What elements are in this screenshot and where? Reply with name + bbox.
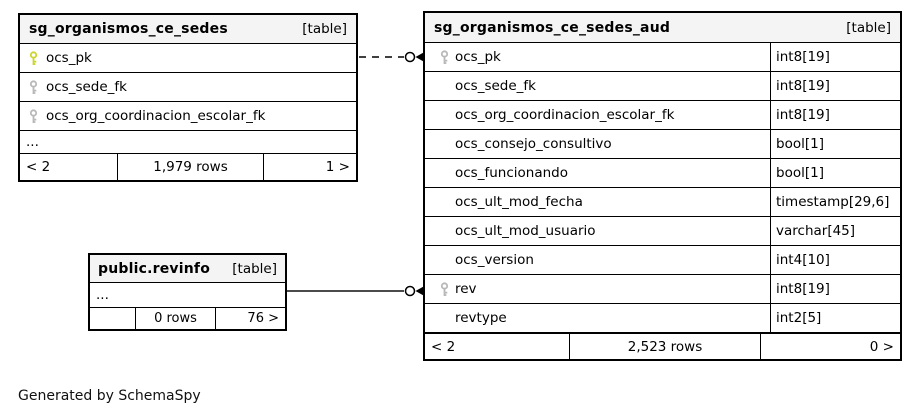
foreign-key-icon [433, 275, 455, 303]
column-type: int8[19] [770, 43, 900, 71]
table-node-sg-organismos-ce-sedes-aud: sg_organismos_ce_sedes_aud [table] ocs_p… [423, 11, 902, 361]
table-row: ocs_pk [20, 44, 356, 73]
table-row: ocs_version int4[10] [425, 246, 900, 275]
table-tag: [table] [232, 260, 277, 277]
parent-count [90, 308, 135, 329]
table-node-sg-organismos-ce-sedes: sg_organismos_ce_sedes [table] ocs_pk oc… [18, 13, 358, 182]
row-count: 0 rows [135, 308, 215, 329]
child-count: 76 > [215, 308, 285, 329]
table-title[interactable]: sg_organismos_ce_sedes_aud [434, 19, 671, 36]
child-count: 1 > [263, 154, 356, 180]
table-title[interactable]: sg_organismos_ce_sedes [29, 21, 228, 37]
table-row: ocs_org_coordinacion_escolar_fk [20, 102, 356, 131]
table-header[interactable]: public.revinfo [table] [90, 255, 285, 283]
table-row: ocs_ult_mod_fecha timestamp[29,6] [425, 188, 900, 217]
crow-arrowhead-icon [415, 286, 424, 296]
column-name: ocs_pk [46, 50, 92, 66]
foreign-key-icon [433, 43, 455, 71]
table-row: ocs_sede_fk int8[19] [425, 72, 900, 101]
table-row: ocs_funcionando bool[1] [425, 159, 900, 188]
table-header[interactable]: sg_organismos_ce_sedes_aud [table] [425, 13, 900, 43]
column-type: bool[1] [770, 159, 900, 187]
row-count: 1,979 rows [117, 154, 263, 180]
column-name: ocs_org_coordinacion_escolar_fk [46, 108, 266, 124]
hidden-columns-ellipsis: ... [20, 131, 356, 154]
solid-relationship-line [287, 285, 424, 297]
column-type: bool[1] [770, 130, 900, 158]
table-row: ocs_pk int8[19] [425, 43, 900, 72]
column-name: ocs_pk [455, 49, 501, 65]
table-tag: [table] [846, 19, 891, 36]
table-tag: [table] [302, 21, 347, 37]
dashed-relationship-line [359, 51, 424, 63]
table-footer: 0 rows 76 > [90, 308, 285, 329]
hidden-columns-ellipsis: ... [90, 283, 285, 308]
column-type: int8[19] [770, 72, 900, 100]
column-name: ocs_version [455, 252, 534, 268]
column-name: ocs_consejo_consultivo [455, 136, 612, 152]
table-row: ocs_org_coordinacion_escolar_fk int8[19] [425, 101, 900, 130]
column-type: timestamp[29,6] [770, 188, 900, 216]
column-name: ocs_org_coordinacion_escolar_fk [455, 107, 675, 123]
table-title[interactable]: public.revinfo [98, 260, 211, 277]
zero-or-one-circle-icon [404, 285, 416, 297]
column-name: ocs_sede_fk [46, 79, 127, 95]
column-type: int8[19] [770, 275, 900, 303]
table-node-public-revinfo: public.revinfo [table] ... 0 rows 76 > [88, 253, 287, 331]
column-name: ocs_ult_mod_usuario [455, 223, 596, 239]
parent-count: < 2 [26, 159, 51, 175]
table-row: revtype int2[5] [425, 304, 900, 333]
foreign-key-icon [26, 102, 40, 130]
table-footer: < 2 1,979 rows 1 > [20, 154, 356, 180]
column-name: revtype [455, 310, 507, 326]
table-row: ocs_consejo_consultivo bool[1] [425, 130, 900, 159]
column-type: int2[5] [770, 304, 900, 332]
column-name: ocs_ult_mod_fecha [455, 194, 583, 210]
column-type: int4[10] [770, 246, 900, 274]
column-name: ocs_funcionando [455, 165, 568, 181]
table-footer: < 2 2,523 rows 0 > [425, 333, 900, 359]
foreign-key-icon [26, 73, 40, 101]
column-name: ocs_sede_fk [455, 78, 536, 94]
child-count: 0 > [760, 334, 900, 359]
generated-by-credit: Generated by SchemaSpy [18, 388, 201, 404]
parent-count: < 2 [431, 338, 456, 355]
table-header[interactable]: sg_organismos_ce_sedes [table] [20, 15, 356, 44]
column-type: int8[19] [770, 101, 900, 129]
column-type: varchar[45] [770, 217, 900, 245]
row-count: 2,523 rows [569, 334, 760, 359]
primary-key-icon [26, 44, 40, 72]
column-name: rev [455, 281, 477, 297]
table-row: ocs_sede_fk [20, 73, 356, 102]
table-row: ocs_ult_mod_usuario varchar[45] [425, 217, 900, 246]
table-row: rev int8[19] [425, 275, 900, 304]
crow-arrowhead-icon [415, 52, 424, 62]
zero-or-one-circle-icon [404, 51, 416, 63]
